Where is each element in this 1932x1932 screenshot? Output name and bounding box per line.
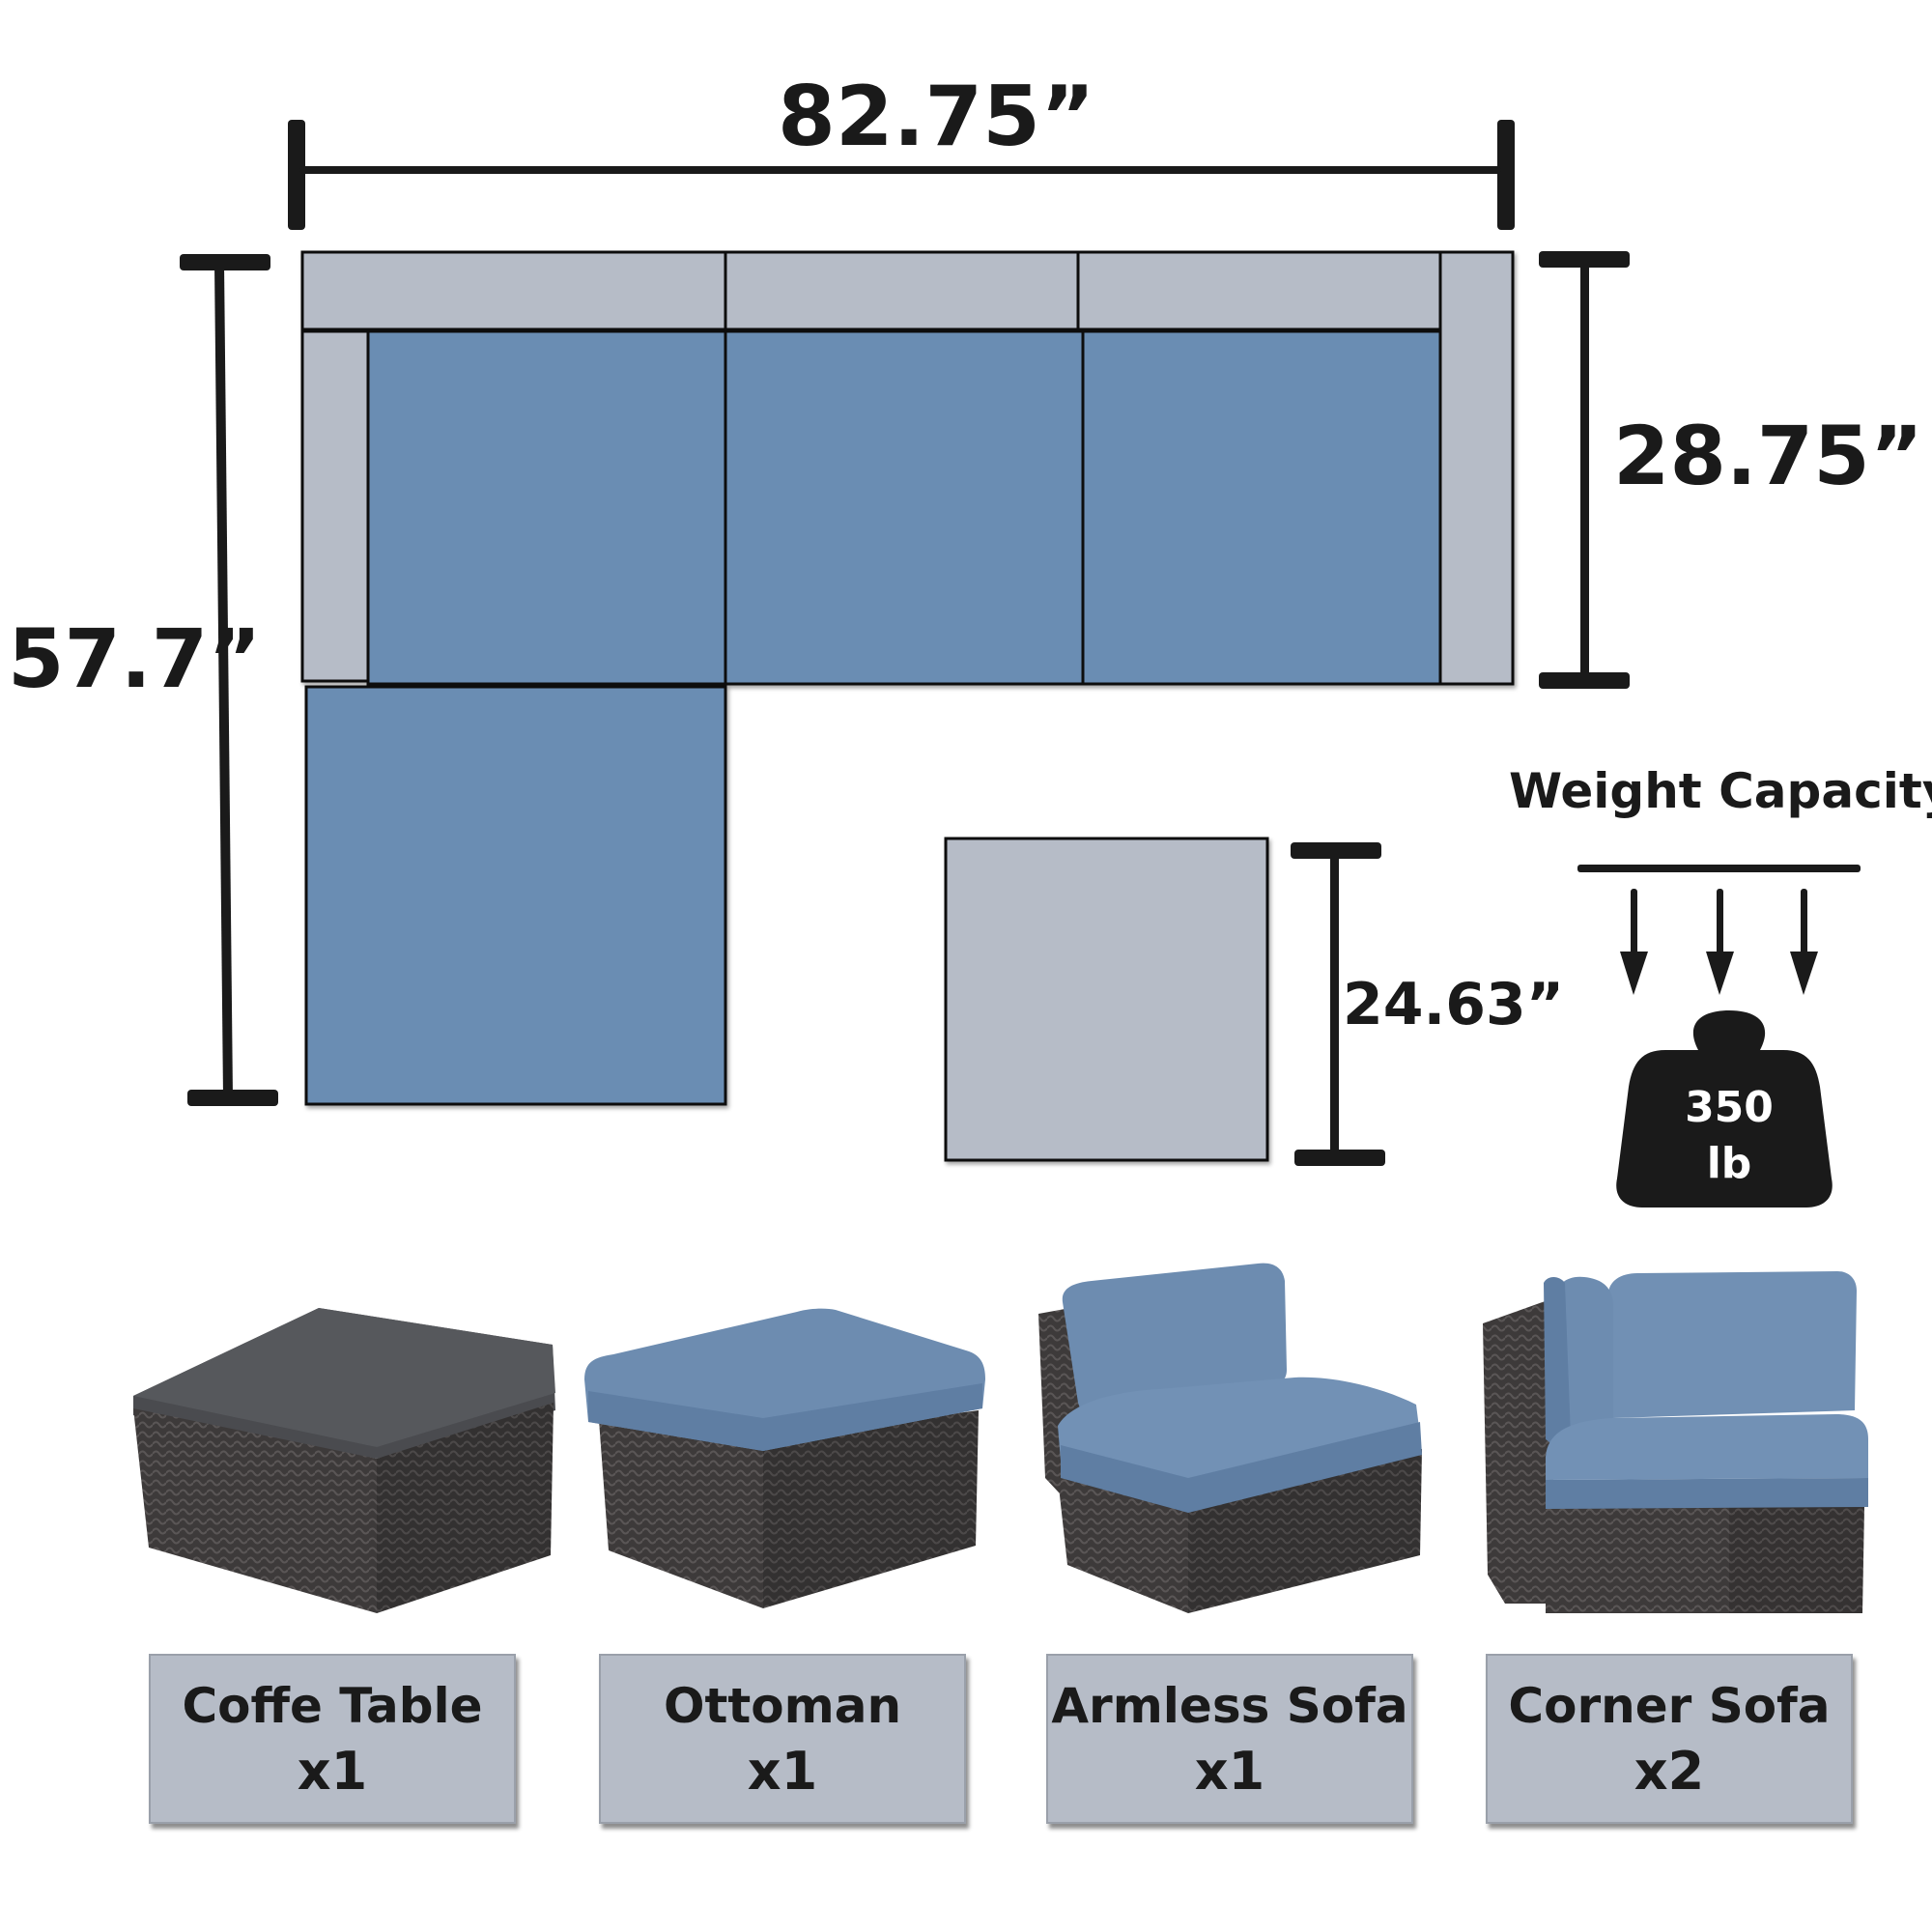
weight-value: 350 — [1685, 1083, 1774, 1132]
piece-quantity: x1 — [747, 1741, 818, 1802]
height-dimension-line — [180, 254, 278, 1106]
depth-dimension-line — [1539, 251, 1630, 689]
table-dimension-label: 24.63” — [1343, 971, 1565, 1038]
piece-name: Ottoman — [663, 1678, 902, 1734]
ottoman-cushion — [304, 685, 727, 1106]
piece-quantity: x1 — [1194, 1741, 1265, 1802]
sectional-top-view-diagram — [180, 120, 1861, 1208]
seat-cushion-1 — [366, 329, 727, 686]
piece-quantity: x2 — [1634, 1741, 1705, 1802]
piece-name: Corner Sofa — [1508, 1678, 1831, 1734]
corner-sofa-image — [1483, 1271, 1868, 1613]
coffee-table-image — [133, 1308, 555, 1613]
table-dimension-line — [1291, 842, 1385, 1166]
piece-name: Coffe Table — [182, 1678, 483, 1734]
piece-name: Armless Sofa — [1051, 1678, 1408, 1734]
piece-label-corner-sofa: Corner Sofa x2 — [1486, 1654, 1853, 1824]
weight-capacity-icon — [1577, 865, 1861, 1208]
backrest-right — [1076, 250, 1442, 331]
width-dimension-line — [288, 120, 1515, 230]
armrest-right — [1438, 250, 1515, 686]
weight-unit: lb — [1706, 1139, 1752, 1188]
backrest-left — [300, 250, 727, 331]
seat-cushion-3 — [1081, 329, 1442, 686]
armless-sofa-image — [1038, 1263, 1422, 1613]
sectional-layout — [300, 250, 1515, 1162]
depth-dimension-label: 28.75” — [1613, 409, 1923, 503]
armrest-left — [300, 329, 370, 683]
ottoman-image — [584, 1308, 985, 1608]
piece-quantity: x1 — [297, 1741, 368, 1802]
seat-cushion-2 — [724, 329, 1085, 686]
piece-label-armless-sofa: Armless Sofa x1 — [1046, 1654, 1413, 1824]
piece-label-coffee-table: Coffe Table x1 — [149, 1654, 516, 1824]
coffee-table-top-view — [944, 837, 1269, 1162]
weight-capacity-title: Weight Capacity — [1509, 763, 1932, 819]
backrest-middle — [724, 250, 1080, 331]
piece-label-ottoman: Ottoman x1 — [599, 1654, 966, 1824]
weight-value-label: 350 lb — [1623, 1080, 1835, 1192]
height-dimension-label: 57.7” — [8, 611, 262, 706]
width-dimension-label: 82.75” — [778, 69, 1095, 165]
